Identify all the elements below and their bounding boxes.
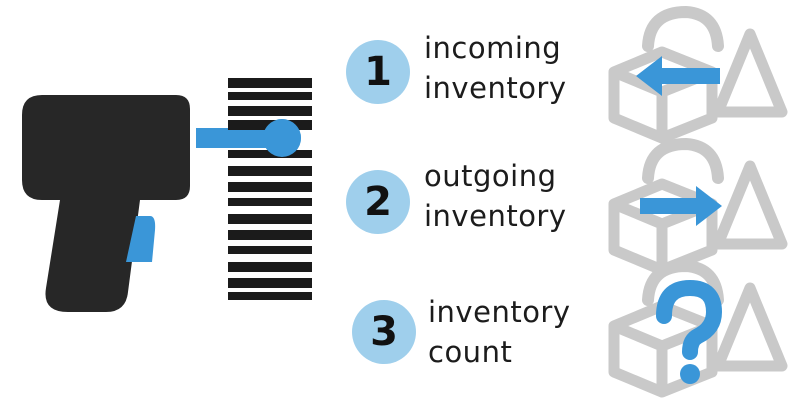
- barcode-scanner-icon: [22, 95, 190, 312]
- barcode-stripe: [228, 166, 312, 176]
- step-incoming-inventory: 1 incoming inventory: [346, 20, 616, 116]
- box-arrow-left-icon: [608, 5, 788, 144]
- step-label-line-2: count: [428, 335, 513, 369]
- barcode-stripe: [228, 78, 312, 88]
- barcode-stripe: [228, 106, 312, 116]
- barcode-icon: [228, 78, 312, 300]
- step-inventory-count: 3 inventory count: [346, 270, 616, 369]
- step-label-line-2: inventory: [424, 71, 567, 105]
- step-label-line-1: inventory: [428, 295, 571, 329]
- barcode-stripe: [228, 214, 312, 224]
- box-arc: [642, 5, 724, 52]
- box-arc: [642, 137, 724, 184]
- barcode-stripe: [228, 198, 312, 206]
- arrow-right-icon: [640, 186, 722, 226]
- step-label-line-1: incoming: [424, 31, 562, 65]
- question-mark-dot: [680, 364, 700, 384]
- barcode-stripe: [228, 230, 312, 240]
- box-cone: [712, 28, 788, 118]
- barcode-stripe: [228, 278, 312, 288]
- step-label: incoming inventory: [424, 28, 567, 108]
- step-outgoing-inventory: 2 outgoing inventory: [346, 148, 616, 244]
- barcode-stripe: [228, 262, 312, 272]
- step-label: outgoing inventory: [424, 156, 567, 236]
- barcode-stripe: [228, 92, 312, 100]
- step-number-badge: 2: [346, 170, 410, 234]
- step-number-badge: 3: [352, 300, 416, 364]
- scan-beam-dot: [263, 119, 301, 157]
- arrow-left-icon: [636, 56, 720, 96]
- box-cone: [712, 160, 788, 250]
- step-label-line-2: inventory: [424, 199, 567, 233]
- step-number-badge: 1: [346, 40, 410, 104]
- barcode-stripe: [228, 182, 312, 192]
- question-mark-icon: [656, 279, 723, 360]
- box-arc: [642, 259, 724, 306]
- box-arrow-right-icon: [608, 137, 788, 276]
- box-cone: [712, 282, 788, 372]
- barcode-stripe: [228, 292, 312, 300]
- step-label-line-1: outgoing: [424, 159, 557, 193]
- barcode-stripe: [228, 150, 312, 158]
- box-question-icon: [608, 259, 788, 398]
- barcode-stripe: [228, 246, 312, 254]
- step-label: inventory count: [428, 292, 571, 372]
